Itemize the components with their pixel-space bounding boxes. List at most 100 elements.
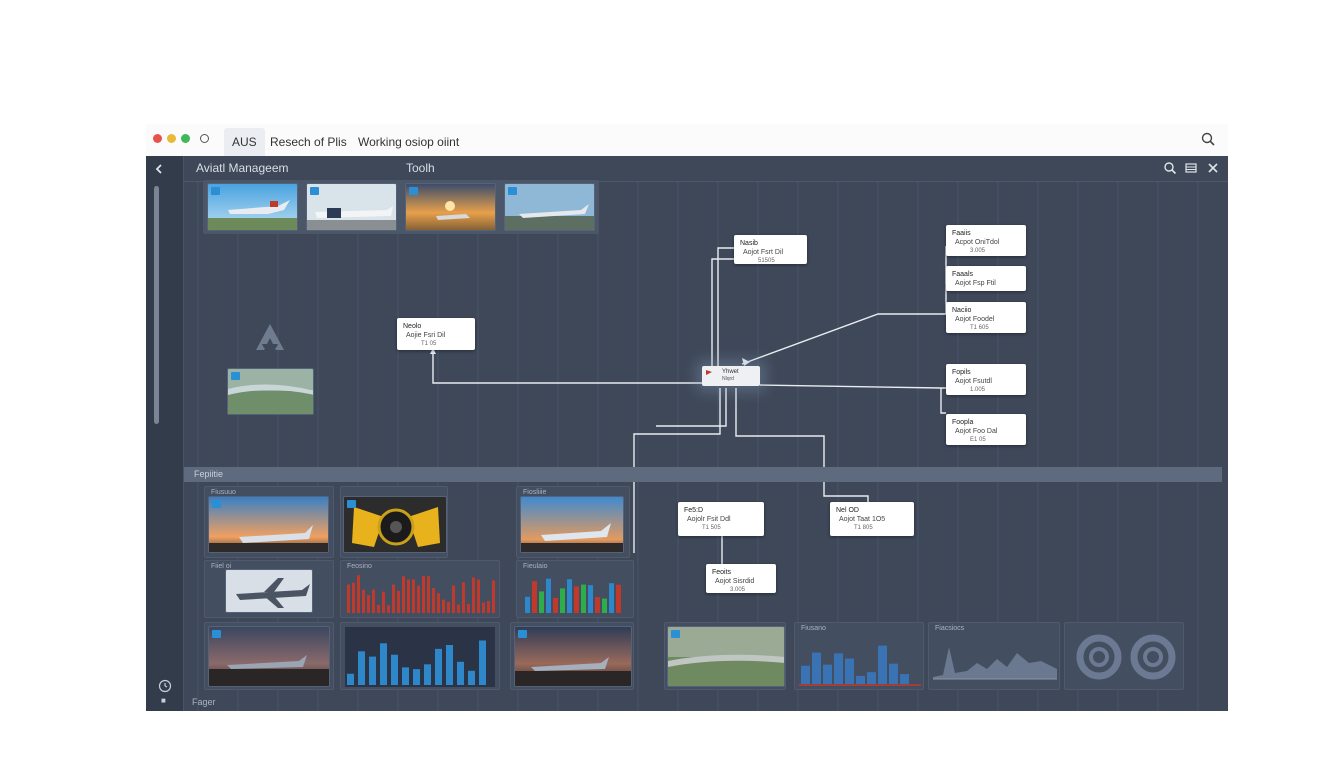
flow-node[interactable]: Fopils Aojot Fsutdl 1.005 [946, 364, 1026, 395]
browser-chrome: AUS Resech of Plis Working osiop oiint [146, 124, 1228, 156]
node-title: Neolo [403, 323, 422, 330]
chart-bar [372, 589, 375, 613]
media-panel[interactable] [510, 622, 634, 690]
chart-bar [468, 670, 475, 685]
panel-label: Fiiel oi [211, 563, 232, 570]
node-value: 3.005 [970, 248, 986, 254]
thumbnail-badge [231, 372, 240, 380]
search-icon[interactable] [1200, 131, 1216, 147]
connector-line [711, 258, 736, 366]
chart-bar [574, 586, 579, 613]
browser-tab-working[interactable]: Working osiop oiint [358, 135, 460, 149]
node-value: T1 605 [970, 325, 989, 331]
chart-bar [362, 589, 365, 613]
flow-node[interactable]: Naciio Aojot Foodel T1 605 [946, 302, 1026, 333]
chart-bar [867, 672, 876, 684]
thumbnail-aircraft-flight[interactable] [225, 569, 313, 613]
flow-node[interactable]: Foopla Aojot Foo Dal E1 05 [946, 414, 1026, 445]
thumbnail-runway-dusk[interactable] [520, 496, 624, 553]
node-subtitle: Aojolr Fsit Ddl [687, 516, 731, 523]
media-panel[interactable] [664, 622, 786, 690]
chart-panel[interactable]: Fiacsiocs [928, 622, 1060, 690]
flow-node[interactable]: Nel OD Aojot Taat 1O5 T1 805 [830, 502, 914, 536]
connector-line [633, 388, 721, 553]
flow-node[interactable]: Nasib Aojot Fsrt Dil 51505 [734, 235, 807, 264]
flow-node[interactable]: Fe5:D Aojolr Fsit Ddl T1 505 [678, 502, 764, 536]
mixed-bar-chart [525, 578, 621, 613]
thumbnail-aircraft-2[interactable] [306, 183, 397, 231]
chart-bar [437, 593, 440, 613]
app-window: ■ Aviatl Manageem Toolh [146, 156, 1228, 711]
search-icon[interactable] [1163, 161, 1177, 175]
thumbnail-airport-storm[interactable] [514, 626, 632, 687]
media-panel[interactable] [340, 486, 448, 558]
chart-bar [467, 603, 470, 613]
chart-bar [462, 582, 465, 613]
chart-bar [889, 663, 898, 684]
chart-bar [367, 595, 370, 613]
thumbnail-runway-sunset[interactable] [208, 496, 329, 553]
chart-bar [845, 658, 854, 684]
thumbnail-landscape[interactable] [227, 368, 314, 415]
donut-panel[interactable] [1064, 622, 1184, 690]
close-icon[interactable] [1206, 161, 1220, 175]
chart-bar [472, 577, 475, 613]
thumbnail-aircraft-1[interactable] [207, 183, 298, 231]
thumbnail-engine[interactable] [343, 496, 447, 553]
node-value: T1 505 [702, 525, 721, 531]
chevron-left-icon[interactable] [152, 162, 166, 176]
arrow-head [742, 358, 750, 366]
thumbnail-badge [409, 187, 418, 195]
chart-panel[interactable]: Fieulaio [516, 560, 634, 618]
node-value: 3.005 [730, 587, 746, 593]
window-minimize-dot[interactable] [167, 134, 176, 143]
thumbnail-badge [508, 187, 517, 195]
rail-scrollbar[interactable] [154, 186, 159, 424]
list-icon[interactable] [1184, 161, 1198, 175]
browser-tab-resech[interactable]: Resech of Plis [270, 135, 347, 149]
chart-bar [427, 576, 430, 613]
tools-menu[interactable]: Toolh [406, 161, 435, 175]
thumbnail-airport-dusk[interactable] [208, 626, 330, 687]
chart-panel[interactable] [340, 622, 500, 690]
media-panel[interactable]: Fiosliiie [516, 486, 630, 558]
panel-label: Fiosliiie [523, 489, 547, 496]
node-value: E1 05 [970, 437, 986, 443]
thumbnail-aerial-airfield[interactable] [667, 626, 785, 687]
media-panel[interactable] [204, 622, 334, 690]
flow-node[interactable]: Feoits Aojot Sisrdid 3.005 [706, 564, 776, 593]
chart-panel[interactable]: Feosino [340, 560, 500, 618]
node-value: 51505 [758, 258, 775, 264]
browser-tab-aus[interactable]: AUS [224, 128, 265, 156]
chart-panel[interactable]: Fiusano [794, 622, 924, 690]
chart-bar [387, 605, 390, 613]
window-close-dot[interactable] [153, 134, 162, 143]
chart-bar [435, 648, 442, 685]
flow-node[interactable]: Faaals Aojot Fsp Ftil [946, 266, 1026, 291]
hub-node[interactable]: Yhwet Nlqrd [702, 366, 760, 386]
flow-node[interactable]: Faaiis Acpot OniTdol 3.005 [946, 225, 1026, 256]
hub-sublabel: Nlqrd [722, 376, 734, 382]
chart-bar [560, 588, 565, 613]
window-maximize-dot[interactable] [181, 134, 190, 143]
flow-node[interactable]: Neolo Aojie Fsri Dil T1 05 [397, 318, 475, 350]
node-value: T1 805 [854, 525, 873, 531]
clock-icon[interactable] [158, 679, 172, 693]
chart-bar [407, 579, 410, 613]
media-panel[interactable]: Fiiel oi [204, 560, 334, 618]
chart-bar [402, 576, 405, 613]
node-subtitle: Acpot OniTdol [955, 239, 1000, 246]
chart-bar [457, 661, 464, 685]
panel-label: Feosino [347, 563, 372, 570]
thumbnail-badge [347, 500, 356, 508]
node-subtitle: Aojot Taat 1O5 [839, 516, 886, 523]
chart-bar [413, 669, 420, 685]
thumbnail-aircraft-3[interactable] [405, 183, 496, 231]
node-subtitle: Aojot Foodel [955, 316, 995, 323]
chart-bar [856, 675, 865, 684]
thumbnail-aircraft-4[interactable] [504, 183, 595, 231]
flag-icon [706, 370, 712, 375]
media-panel[interactable]: Fiusuuo [204, 486, 334, 558]
connector-line [759, 384, 946, 389]
chart-bar [417, 585, 420, 613]
